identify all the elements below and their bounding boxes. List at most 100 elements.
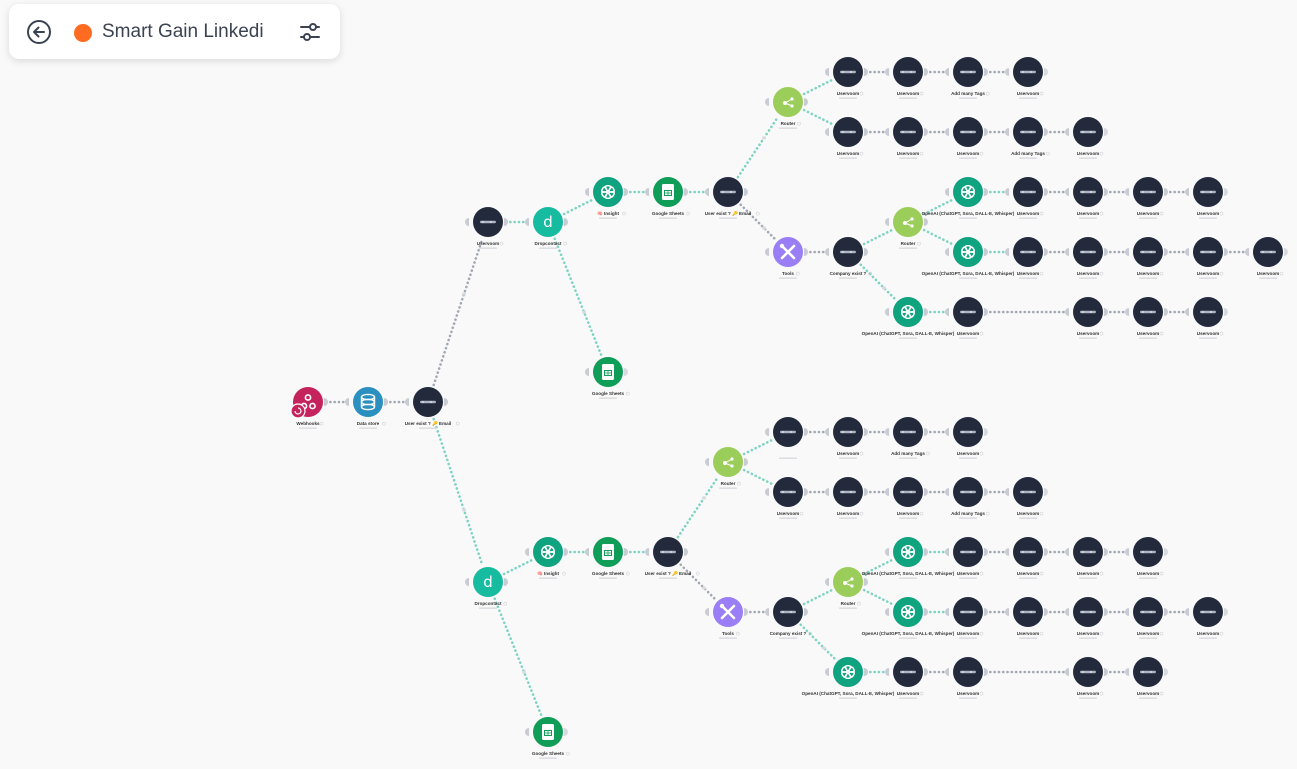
output-handle[interactable] [984, 188, 988, 196]
module-t1[interactable]: Tools [765, 237, 808, 279]
module-d1[interactable]: Uservoom [1005, 177, 1048, 219]
output-handle[interactable] [864, 488, 868, 496]
module-ai8[interactable]: OpenAI (ChatGPT, Sora, DALL-E, Whisper) [802, 657, 903, 699]
datastore-module-circle[interactable] [353, 387, 383, 417]
openai-module-circle[interactable] [593, 177, 623, 207]
scenario-title[interactable]: Smart Gain Linkedi [102, 21, 264, 42]
output-handle[interactable] [924, 218, 928, 226]
module-a3[interactable]: Add many Tags [945, 57, 990, 99]
openai-module-circle[interactable] [533, 537, 563, 567]
module-g4[interactable]: Uservoom [945, 417, 988, 459]
output-handle[interactable] [1104, 308, 1108, 316]
output-handle[interactable] [1224, 308, 1228, 316]
output-handle[interactable] [924, 128, 928, 136]
filter-marker[interactable] [702, 496, 706, 500]
module-j4[interactable]: Uservoom [1125, 597, 1168, 639]
module-a4[interactable]: Uservoom [1005, 57, 1048, 99]
dropcontact-module-circle[interactable] [473, 567, 503, 597]
module-u_top[interactable]: Uservoom [465, 207, 508, 249]
connection-link[interactable] [562, 198, 594, 216]
output-handle[interactable] [984, 308, 988, 316]
output-handle[interactable] [1104, 188, 1108, 196]
connection-link[interactable] [502, 558, 534, 576]
module-g2[interactable]: Uservoom [825, 417, 868, 459]
output-handle[interactable] [384, 398, 388, 406]
output-handle[interactable] [1164, 608, 1168, 616]
openai-module-circle[interactable] [833, 657, 863, 687]
output-handle[interactable] [1044, 188, 1048, 196]
filter-marker[interactable] [822, 646, 826, 650]
module-k3[interactable]: Uservoom [1065, 657, 1108, 699]
output-handle[interactable] [504, 218, 508, 226]
module-b5[interactable]: Uservoom [1065, 117, 1108, 159]
output-handle[interactable] [804, 248, 808, 256]
output-handle[interactable] [1224, 248, 1228, 256]
connection-link[interactable] [862, 558, 894, 576]
router-module-circle[interactable] [713, 447, 743, 477]
output-handle[interactable] [564, 548, 568, 556]
output-handle[interactable] [924, 608, 928, 616]
module-b1[interactable]: Uservoom [825, 117, 868, 159]
filter-marker[interactable] [462, 292, 466, 296]
router-module-circle[interactable] [773, 87, 803, 117]
module-k1[interactable]: Uservoom [885, 657, 928, 699]
connection-link[interactable] [862, 228, 894, 246]
connection-link[interactable] [799, 623, 837, 661]
connection-link[interactable] [432, 417, 484, 567]
module-b2[interactable]: Uservoom [885, 117, 928, 159]
module-c1[interactable]: Company exist ? [825, 237, 873, 279]
module-ai3[interactable]: OpenAI (ChatGPT, Sora, DALL-E, Whisper) [922, 237, 1023, 279]
output-handle[interactable] [864, 128, 868, 136]
output-handle[interactable] [924, 308, 928, 316]
module-f3[interactable]: Uservoom [1125, 297, 1168, 339]
connection-link[interactable] [676, 475, 720, 539]
output-handle[interactable] [864, 578, 868, 586]
module-g3[interactable]: Add many Tags [885, 417, 930, 459]
output-handle[interactable] [564, 218, 568, 226]
output-handle[interactable] [804, 428, 808, 436]
openai-module-circle[interactable] [893, 297, 923, 327]
module-h5[interactable]: Uservoom [1005, 477, 1048, 519]
connection-link[interactable] [922, 198, 954, 216]
module-gs2[interactable]: Google Sheets [585, 537, 630, 579]
output-handle[interactable] [1104, 608, 1108, 616]
module-b3[interactable]: Uservoom [945, 117, 988, 159]
connection-link[interactable] [553, 237, 603, 357]
output-handle[interactable] [1104, 248, 1108, 256]
output-handle[interactable] [924, 548, 928, 556]
output-handle[interactable] [684, 188, 688, 196]
connection-link[interactable] [802, 588, 834, 606]
module-d2[interactable]: Uservoom [1065, 177, 1108, 219]
module-ai7[interactable]: OpenAI (ChatGPT, Sora, DALL-E, Whisper) [862, 597, 963, 639]
output-handle[interactable] [984, 248, 988, 256]
module-b4[interactable]: Add many Tags [1005, 117, 1050, 159]
output-handle[interactable] [984, 428, 988, 436]
output-handle[interactable] [1284, 248, 1288, 256]
module-r4[interactable]: Router [825, 567, 868, 609]
module-datastore[interactable]: Data store [345, 387, 388, 429]
output-handle[interactable] [1044, 248, 1048, 256]
output-handle[interactable] [1044, 488, 1048, 496]
module-h4[interactable]: Add many Tags [945, 477, 990, 519]
output-handle[interactable] [624, 188, 628, 196]
module-i3[interactable]: Uservoom [1065, 537, 1108, 579]
back-button[interactable] [26, 19, 52, 45]
output-handle[interactable] [864, 428, 868, 436]
module-g1[interactable] [765, 417, 808, 459]
output-handle[interactable] [1044, 548, 1048, 556]
module-h2[interactable]: Uservoom [825, 477, 868, 519]
output-handle[interactable] [744, 188, 748, 196]
module-ai6[interactable]: OpenAI (ChatGPT, Sora, DALL-E, Whisper) [862, 537, 963, 579]
module-ai2[interactable]: OpenAI (ChatGPT, Sora, DALL-E, Whisper) [922, 177, 1023, 219]
router-module-circle[interactable] [833, 567, 863, 597]
openai-module-circle[interactable] [953, 177, 983, 207]
openai-module-circle[interactable] [953, 237, 983, 267]
output-handle[interactable] [684, 548, 688, 556]
output-handle[interactable] [804, 608, 808, 616]
output-handle[interactable] [444, 398, 448, 406]
output-handle[interactable] [624, 548, 628, 556]
connection-link[interactable] [742, 468, 774, 486]
output-handle[interactable] [924, 68, 928, 76]
